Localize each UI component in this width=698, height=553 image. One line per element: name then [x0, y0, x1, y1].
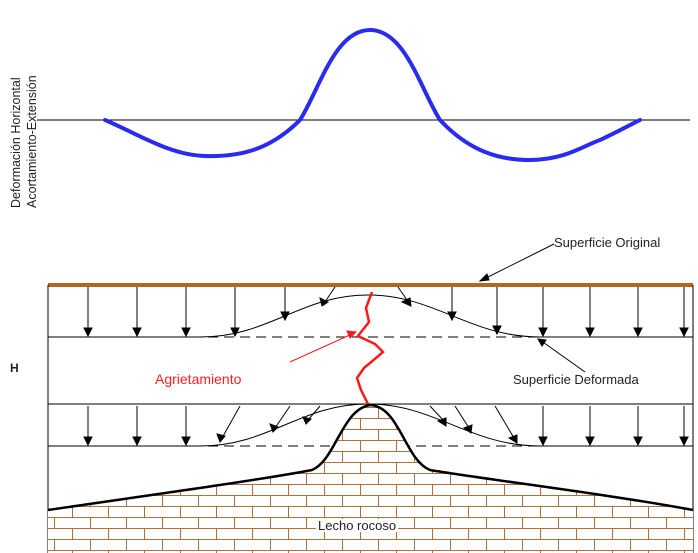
- label-superficie-deformada: Superficie Deformada: [513, 372, 639, 387]
- upper-deformed-surface: [48, 294, 693, 338]
- strain-curve: [103, 27, 642, 163]
- lower-arrows: [83, 405, 689, 447]
- upper-arrows: [83, 286, 689, 338]
- strain-graph: [37, 27, 690, 163]
- bedrock-surface: [47, 403, 694, 512]
- label-agrietamiento: Agrietamiento: [155, 371, 242, 387]
- label-h: H: [10, 361, 19, 375]
- leader-original: [481, 243, 555, 281]
- cross-section: [47, 243, 694, 553]
- label-lecho-rocoso: Lecho rocoso: [316, 518, 399, 533]
- crack-line: [355, 291, 385, 405]
- leader-deformada: [539, 339, 586, 373]
- leader-agrietamiento: [289, 330, 358, 363]
- strain-axis-label: Deformación Horizontal Acortamiento-Exte…: [9, 8, 50, 208]
- ylabel-line1: Deformación Horizontal: [9, 77, 23, 208]
- label-superficie-original: Superficie Original: [554, 235, 661, 250]
- ylabel-line2: Acortamiento-Extensión: [25, 75, 39, 208]
- leader-lines: [478, 243, 586, 373]
